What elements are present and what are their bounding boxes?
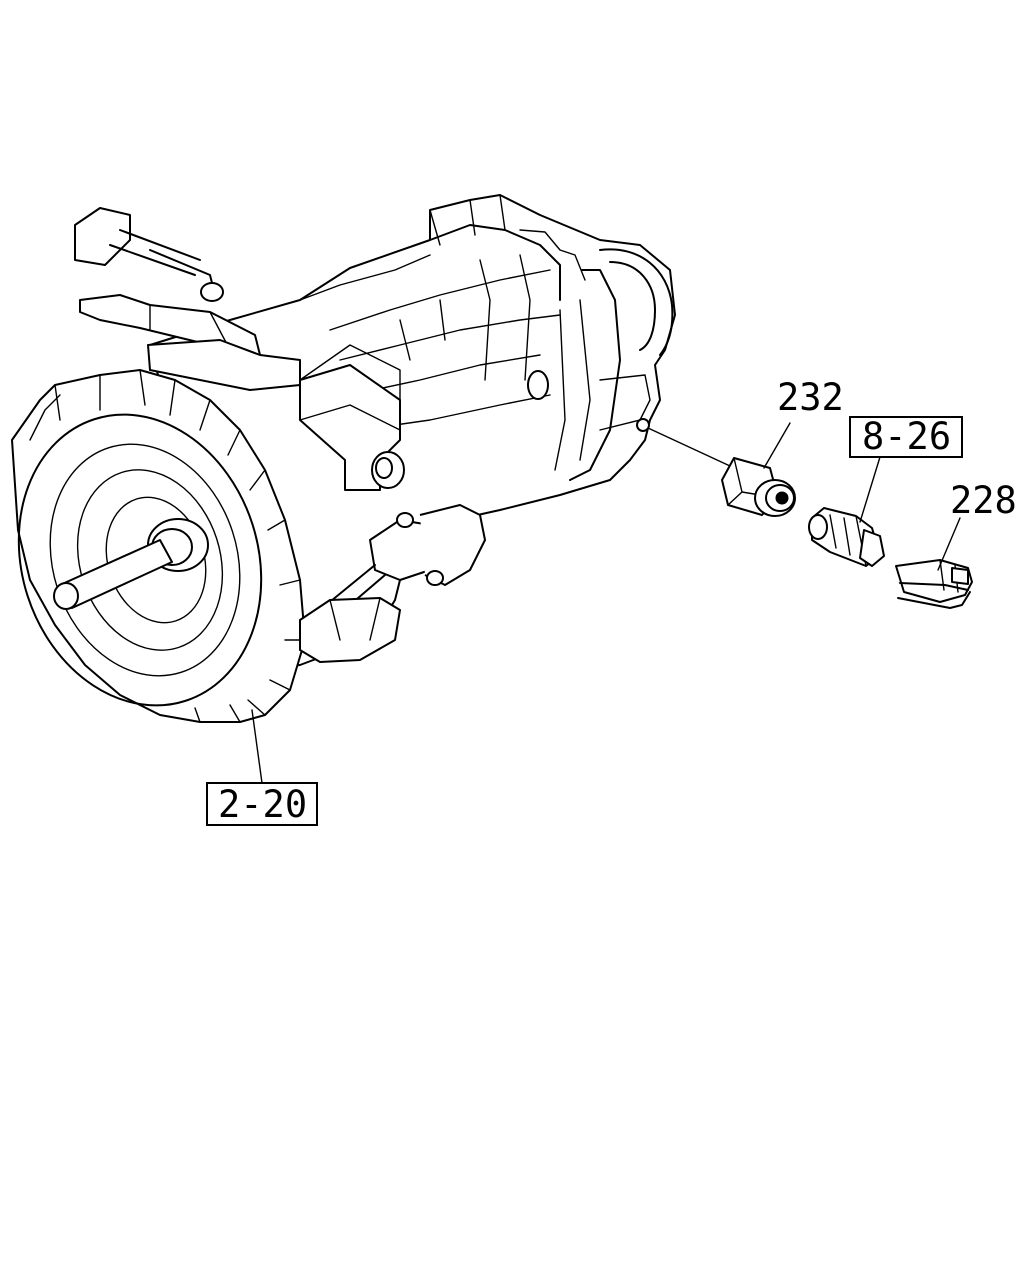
callout-232: 232 <box>763 376 844 469</box>
callout-232-label: 232 <box>777 376 844 419</box>
transmission-assembly <box>11 194 676 723</box>
callout-228: 228 <box>937 479 1017 571</box>
callout-228-label: 228 <box>950 479 1017 522</box>
callout-8-26: 8-26 <box>849 415 963 523</box>
callout-8-26-label: 8-26 <box>862 415 951 458</box>
part-232-adapter <box>721 457 796 517</box>
exploded-parts <box>647 427 973 609</box>
callout-2-20: 2-20 <box>206 709 318 826</box>
callout-2-20-label: 2-20 <box>218 783 307 826</box>
part-228-clip <box>895 559 973 609</box>
part-8-26-switch <box>808 507 885 567</box>
